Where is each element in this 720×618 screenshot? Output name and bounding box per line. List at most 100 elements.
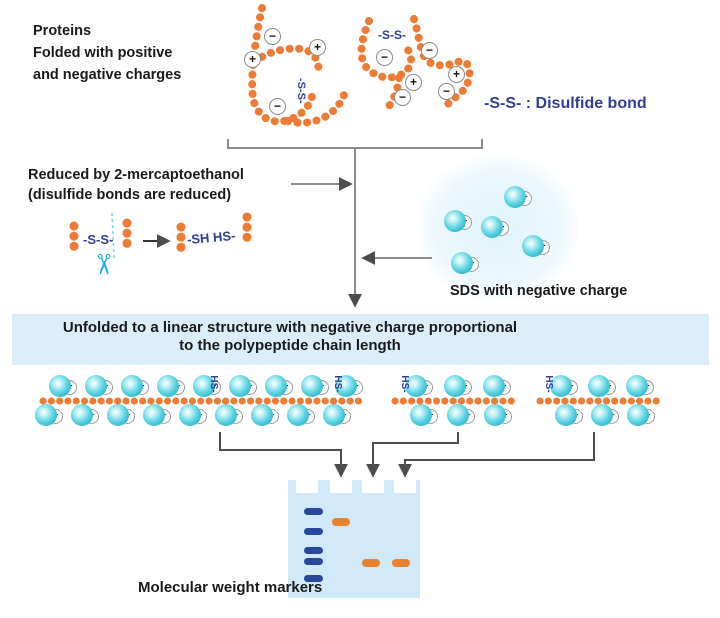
sds-on-chain-bottom: − — [447, 404, 475, 426]
sds-on-chain-top: − — [49, 375, 77, 397]
folded-protein-1 — [248, 4, 348, 127]
sds-molecule-icon — [591, 404, 613, 426]
sds-molecule-icon — [481, 216, 503, 238]
sds-on-chain-top: − — [193, 375, 221, 397]
sds-on-chain-top: − — [121, 375, 149, 397]
merge-bracket — [227, 139, 483, 149]
positive-charge-badge: + — [309, 39, 326, 56]
sds-molecule-icon — [627, 404, 649, 426]
sds-molecule-icon — [588, 375, 610, 397]
scissors-icon: ✂ — [88, 252, 120, 277]
reduction-label: Reduced by 2-mercaptoethanol (disulfide … — [28, 165, 244, 205]
sds-molecule-icon — [49, 375, 71, 397]
unfolded-banner — [12, 314, 709, 365]
sds-on-chain-bottom: − — [179, 404, 207, 426]
sds-molecule: − — [481, 216, 509, 238]
negative-charge-badge: − — [421, 42, 438, 59]
banner-text: Unfolded to a linear structure with nega… — [10, 319, 570, 355]
sh-group-label: HS- — [543, 375, 554, 393]
sds-on-chain-top: − — [301, 375, 329, 397]
sds-molecule-icon — [301, 375, 323, 397]
banner-line-1: Unfolded to a linear structure with nega… — [62, 319, 518, 336]
marker-band — [304, 528, 323, 535]
sds-molecule-icon — [143, 404, 165, 426]
sds-molecule-icon — [483, 375, 505, 397]
disulfide-legend: -S-S- : Disulfide bond — [484, 95, 647, 112]
sds-molecule-icon — [85, 375, 107, 397]
marker-band — [304, 508, 323, 515]
sds-on-chain-top: − — [405, 375, 433, 397]
positive-charge-badge: + — [244, 51, 261, 68]
reduction-line-1: Reduced by 2-mercaptoethanol — [28, 167, 244, 183]
sds-molecule: − — [444, 210, 472, 232]
sds-molecule-icon — [410, 404, 432, 426]
sds-molecule-icon — [550, 375, 572, 397]
sds-on-chain-bottom: − — [591, 404, 619, 426]
sds-on-chain-top: − — [550, 375, 578, 397]
protein2-ss-label: -S-S- — [378, 28, 406, 42]
sample-band — [392, 559, 410, 567]
protein1-ss-vertical-label: -S-S- — [295, 78, 307, 104]
sds-on-chain-bottom: − — [35, 404, 63, 426]
gel-well — [296, 480, 318, 493]
sds-molecule-icon — [451, 252, 473, 274]
sds-molecule-icon — [121, 375, 143, 397]
sds-molecule-icon — [522, 235, 544, 257]
banner-line-2: to the polypeptide chain length — [179, 337, 401, 354]
sds-on-chain-top: − — [483, 375, 511, 397]
sh-group-label: HS- — [399, 375, 410, 393]
sds-on-chain-bottom: − — [287, 404, 315, 426]
ss-before-label: -S-S- — [83, 232, 114, 247]
negative-charge-badge: − — [438, 83, 455, 100]
sds-molecule: − — [451, 252, 479, 274]
sds-on-chain-bottom: − — [484, 404, 512, 426]
negative-charge-badge: − — [264, 28, 281, 45]
sds-on-chain-bottom: − — [107, 404, 135, 426]
sds-molecule-icon — [107, 404, 129, 426]
marker-band — [304, 558, 323, 565]
gel-well — [394, 480, 416, 493]
sds-molecule-icon — [323, 404, 345, 426]
sds-on-chain-bottom: − — [251, 404, 279, 426]
sds-molecule-icon — [215, 404, 237, 426]
sds-molecule-icon — [626, 375, 648, 397]
gel-caption: Molecular weight markers — [138, 579, 323, 596]
sds-molecule-icon — [265, 375, 287, 397]
sds-molecule-icon — [444, 210, 466, 232]
sds-molecule-icon — [504, 186, 526, 208]
sds-on-chain-top: − — [229, 375, 257, 397]
sds-on-chain-top: − — [444, 375, 472, 397]
sds-caption: SDS with negative charge — [450, 283, 628, 299]
sds-on-chain-top: − — [265, 375, 293, 397]
intro-line-2: Folded with positive — [33, 45, 173, 61]
negative-charge-badge: − — [269, 98, 286, 115]
intro-label: Proteins Folded with positive and negati… — [33, 20, 181, 86]
sds-molecule-icon — [335, 375, 357, 397]
sds-on-chain-top: − — [588, 375, 616, 397]
sh-group-label: HS- — [332, 375, 343, 393]
negative-charge-badge: − — [394, 89, 411, 106]
sds-molecule: − — [522, 235, 550, 257]
sds-on-chain-bottom: − — [627, 404, 655, 426]
sds-molecule-icon — [405, 375, 427, 397]
sample-band — [332, 518, 350, 526]
sds-molecule-icon — [447, 404, 469, 426]
sds-on-chain-bottom: − — [323, 404, 351, 426]
sds-molecule-icon — [35, 404, 57, 426]
marker-band — [304, 575, 323, 582]
sh-group-label: HS- — [208, 375, 219, 393]
sh-after-label: -SH HS- — [186, 227, 236, 248]
gel-well — [362, 480, 384, 493]
sds-on-chain-bottom: − — [71, 404, 99, 426]
gel-well — [330, 480, 352, 493]
sds-molecule-icon — [193, 375, 215, 397]
sds-molecule-icon — [179, 404, 201, 426]
sds-on-chain-top: − — [85, 375, 113, 397]
positive-charge-badge: + — [405, 74, 422, 91]
intro-line-3: and negative charges — [33, 67, 182, 83]
gel-connectors — [219, 432, 595, 478]
sds-on-chain-bottom: − — [143, 404, 171, 426]
sds-on-chain-bottom: − — [555, 404, 583, 426]
sds-on-chain-top: − — [626, 375, 654, 397]
